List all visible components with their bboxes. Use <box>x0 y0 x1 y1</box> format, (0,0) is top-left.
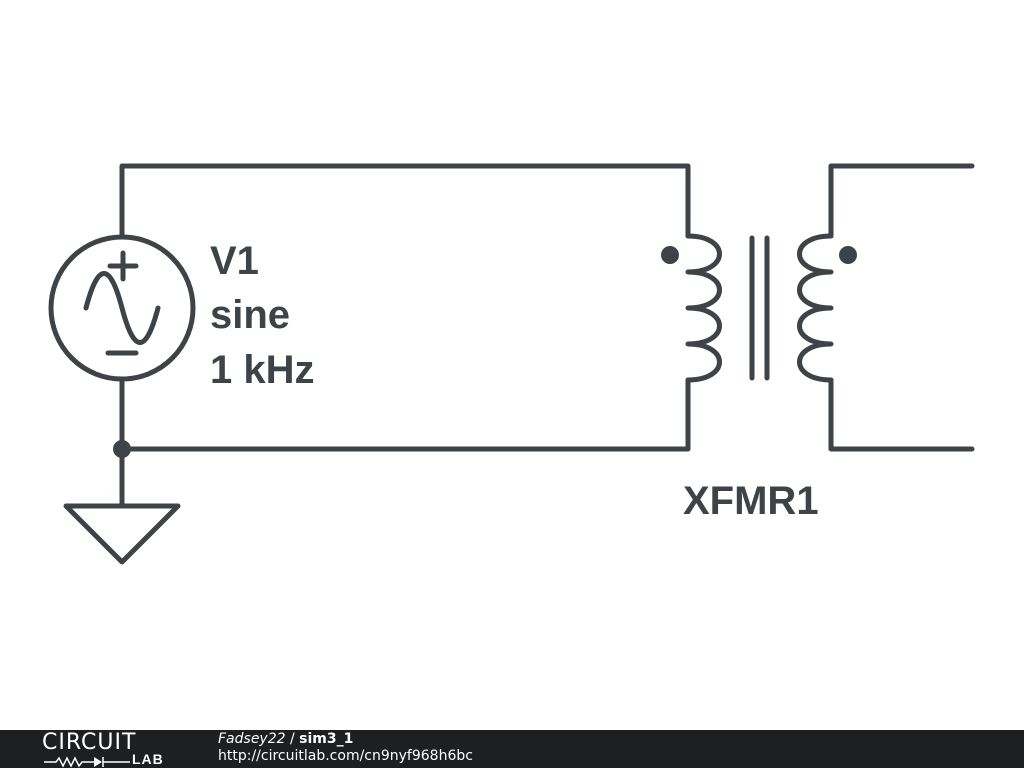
circuit-meta: Fadsey22 / sim3_1 http://circuitlab.com/… <box>218 731 473 765</box>
meta-separator: / <box>285 731 300 747</box>
transformer-name-label: XFMR1 <box>683 479 819 523</box>
secondary-top-lead <box>828 163 975 239</box>
source-type-label: sine <box>210 293 290 337</box>
transformer-core <box>749 235 770 381</box>
primary-polarity-dot <box>661 246 679 264</box>
source-name-label: V1 <box>210 239 259 283</box>
transformer-xfmr1[interactable] <box>661 233 857 383</box>
secondary-polarity-dot <box>839 246 857 264</box>
resistor-diode-icon <box>44 756 130 768</box>
bottom-wire <box>119 377 691 452</box>
top-wire <box>119 163 691 239</box>
secondary-bottom-lead <box>828 377 975 452</box>
circuitlab-logo[interactable]: CIRCUIT LAB <box>42 732 182 768</box>
plus-sign-icon <box>107 250 139 282</box>
secondary-coil <box>797 233 834 383</box>
footer-bar: CIRCUIT LAB Fadsey22 / sim3_1 http://cir… <box>0 730 1024 768</box>
junction-dot <box>113 440 131 458</box>
sine-wave-icon <box>83 271 161 345</box>
author-link[interactable]: Fadsey22 <box>218 731 286 747</box>
source-frequency-label: 1 kHz <box>210 348 315 392</box>
circuit-url-link[interactable]: http://circuitlab.com/cn9nyf968h6bc <box>218 748 473 764</box>
ground-symbol <box>63 503 181 565</box>
logo-circuit-text: CIRCUIT <box>42 730 137 755</box>
logo-lab-text: LAB <box>132 751 164 767</box>
voltage-source-v1[interactable] <box>48 234 196 382</box>
primary-coil <box>685 233 722 383</box>
circuit-title-link[interactable]: sim3_1 <box>299 731 354 747</box>
circuit-schematic: V1 sine 1 kHz XFMR1 <box>48 163 975 565</box>
